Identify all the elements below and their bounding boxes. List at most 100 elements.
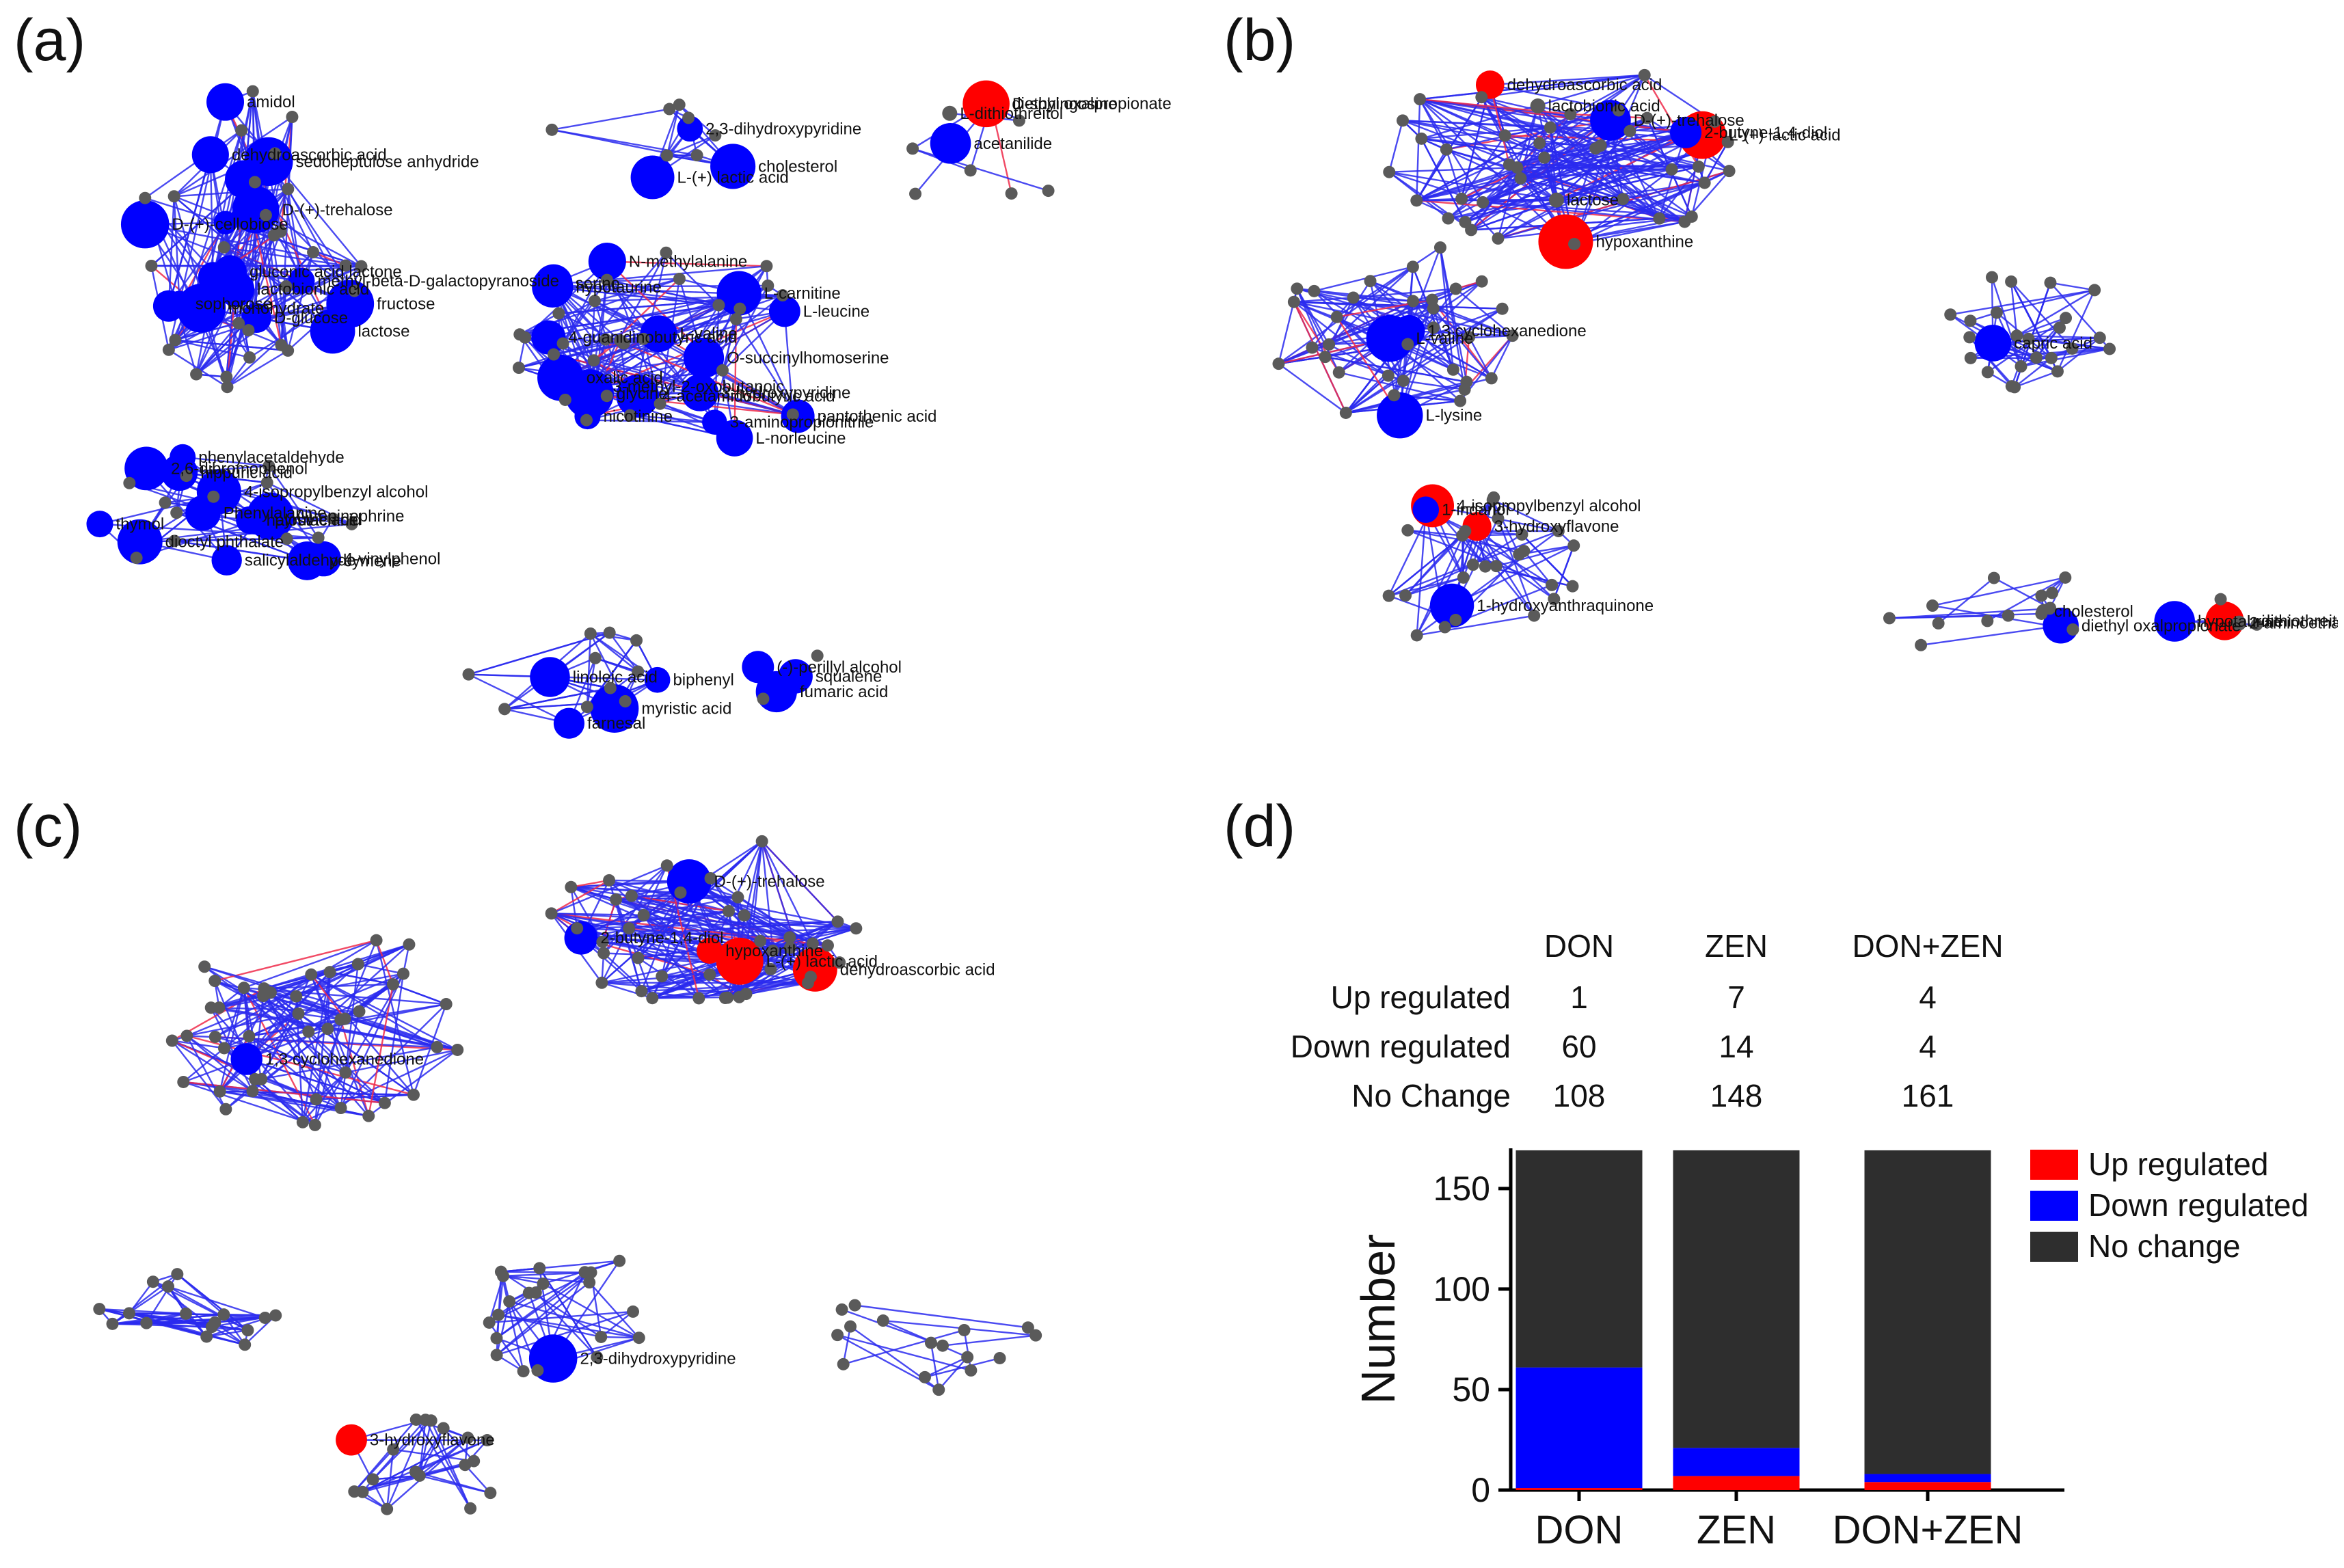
network-node	[310, 308, 355, 354]
network-node	[530, 657, 570, 697]
network-node	[243, 351, 256, 364]
network-node	[185, 495, 221, 531]
network-node	[287, 541, 327, 580]
network-node	[464, 1502, 477, 1515]
network-edge	[551, 879, 610, 915]
network-edge	[1416, 509, 1427, 636]
network-edge	[1468, 336, 1492, 379]
network-edge	[1447, 74, 1645, 219]
network-node	[378, 1096, 391, 1109]
network-node	[660, 149, 673, 162]
network-edge	[843, 1329, 965, 1365]
network-edge	[1389, 166, 1518, 173]
network-edge	[183, 1081, 386, 1104]
y-axis-label: Number	[1351, 1234, 1405, 1405]
network-node	[1339, 406, 1352, 419]
network-node	[483, 1316, 496, 1329]
network-node	[2093, 332, 2106, 344]
network-edge	[219, 1006, 458, 1051]
network-edge	[1407, 529, 1552, 586]
y-tick-label: 50	[1452, 1370, 1490, 1409]
network-node-label: 4-guanidinobutyric acid	[568, 329, 737, 347]
network-edge	[498, 1314, 602, 1338]
network-node	[906, 142, 919, 155]
network-node	[619, 694, 632, 707]
network-node	[534, 264, 573, 303]
network-edge	[167, 196, 175, 306]
panel-label-c: (c)	[14, 794, 83, 859]
network-edge	[419, 1474, 491, 1494]
network-node	[2022, 332, 2035, 345]
network-node	[1981, 614, 1994, 627]
network-edge	[837, 1334, 971, 1372]
network-edge	[589, 1282, 640, 1339]
network-edge	[129, 1281, 154, 1314]
network-node	[305, 968, 318, 981]
network-node-label: squalene	[816, 667, 882, 686]
network-node	[1457, 571, 1470, 584]
network-edge	[468, 632, 610, 675]
network-edge	[1950, 289, 2095, 316]
network-edge	[563, 304, 719, 344]
network-node	[595, 976, 608, 989]
network-node	[835, 1303, 848, 1316]
network-edge	[1345, 336, 1470, 414]
network-node	[339, 1066, 352, 1079]
network-node	[1407, 295, 1420, 308]
network-node	[484, 1487, 497, 1500]
network-node	[623, 409, 636, 422]
network-edge	[301, 940, 377, 1123]
network-node	[179, 1307, 192, 1320]
network-node	[1492, 232, 1505, 245]
network-edge	[386, 1419, 427, 1510]
network-node	[537, 1278, 550, 1290]
network-node	[663, 103, 676, 116]
network-edge	[570, 887, 578, 929]
network-edge	[1420, 138, 1466, 223]
network-node	[336, 1424, 367, 1456]
network-edge	[183, 1081, 316, 1126]
network-node	[217, 1308, 230, 1321]
network-edge	[1419, 98, 1510, 165]
network-node	[712, 299, 725, 312]
network-node	[1412, 496, 1440, 524]
network-node	[248, 176, 261, 189]
network-node	[776, 289, 789, 302]
network-node	[353, 1005, 366, 1018]
network-node	[1427, 321, 1440, 334]
network-node	[208, 1030, 221, 1043]
network-edge	[761, 841, 813, 944]
network-edge	[362, 1439, 488, 1493]
network-node-label: serine	[576, 274, 620, 293]
network-node	[362, 1109, 375, 1122]
network-edge	[496, 1271, 592, 1356]
network-node	[961, 1351, 974, 1364]
table-cell: 1	[1570, 979, 1588, 1015]
network-edge	[1472, 533, 1523, 566]
network-node	[1377, 392, 1423, 439]
network-node	[280, 532, 293, 545]
network-node	[387, 1443, 400, 1456]
network-edge	[738, 293, 799, 417]
network-edge	[176, 1273, 225, 1316]
network-node	[2053, 321, 2066, 334]
network-edge	[187, 1035, 437, 1049]
network-node	[962, 80, 1010, 128]
network-node-label: oxalic acid	[587, 369, 663, 388]
network-edge	[790, 921, 839, 949]
network-node	[1463, 331, 1476, 344]
network-edge	[226, 357, 251, 388]
network-node	[280, 280, 293, 293]
network-edge	[99, 1308, 213, 1328]
network-node	[1641, 111, 1654, 124]
network-node	[755, 835, 768, 848]
network-node	[1932, 617, 1945, 630]
network-node	[296, 1116, 309, 1128]
network-edge	[1505, 135, 1596, 150]
network-edge	[912, 148, 1049, 192]
network-node-label: hypoxanthine	[1595, 232, 1693, 251]
network-edge	[1407, 529, 1463, 537]
network-node	[682, 111, 695, 124]
